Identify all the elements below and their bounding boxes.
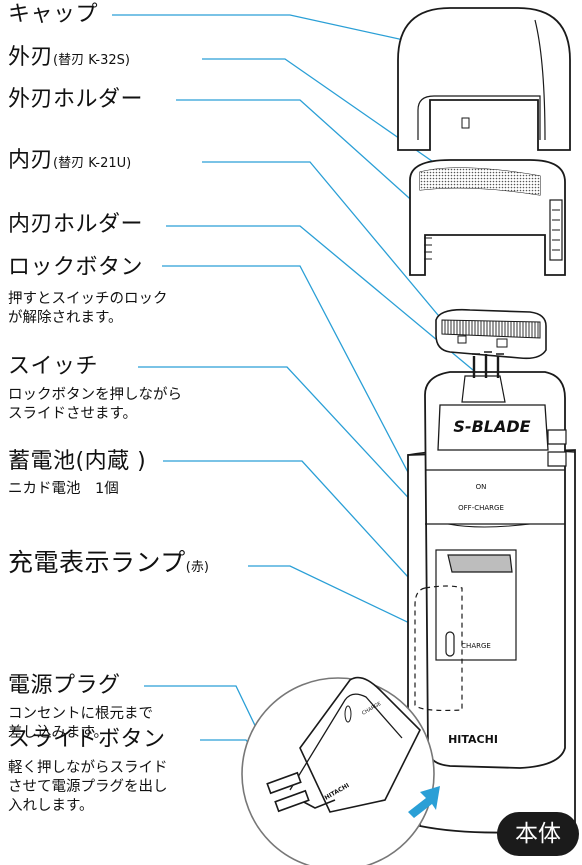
direction-arrow [408, 786, 440, 818]
label-slide-button: スライドボタン [8, 727, 166, 753]
label-cap: キャップ [8, 2, 98, 28]
leader-charge-lamp [248, 565, 446, 641]
plug-desc-line: 差し込みます。 [8, 725, 109, 741]
switch-desc-line: スライドさせます。 [8, 406, 138, 422]
leader-battery [163, 460, 441, 613]
label-plug-text: 電源プラグ [8, 673, 121, 698]
label-inner-holder-text: 内刃ホルダー [8, 212, 144, 237]
section-badge: 本体 [497, 812, 579, 856]
charge-text: CHARGE [461, 642, 491, 650]
label-battery: 蓄電池(内蔵 ) [8, 449, 146, 475]
label-switch-text: スイッチ [8, 354, 99, 379]
slide-desc-line: 入れします。 [8, 798, 94, 814]
leader-inner-blade [202, 161, 449, 328]
label-outer-holder-text: 外刃ホルダー [8, 87, 144, 112]
leader-outer-holder [176, 99, 429, 216]
inner-blade-part [435, 308, 547, 360]
switch-desc-line: ロックボタンを押しながら [8, 387, 182, 403]
label-charge-lamp-text: 充電表示ランプ [8, 548, 186, 577]
outer-blade-holder-part [409, 159, 566, 276]
label-outer-blade-text: 外刃 [8, 45, 54, 70]
plug-desc: コンセントに根元まで 差し込みます。 [8, 705, 153, 743]
label-lock-button-text: ロックボタン [8, 255, 144, 280]
label-outer-holder: 外刃ホルダー [8, 87, 143, 113]
switch-on-text: ON [476, 483, 487, 491]
slide-desc-line: させて電源プラグを出し [8, 779, 168, 795]
label-charge-lamp-note: (赤) [185, 560, 209, 575]
label-switch: スイッチ [8, 354, 98, 380]
label-inner-blade: 内刃(替刃 K-21U) [8, 148, 131, 174]
main-body-part [407, 351, 576, 834]
label-charge-lamp: 充電表示ランプ(赤) [8, 550, 209, 576]
lock-desc-line: が解除されます。 [8, 310, 123, 326]
label-outer-blade: 外刃(替刃 K-32S) [8, 45, 130, 71]
switch-desc: ロックボタンを押しながら スライドさせます。 [8, 386, 182, 424]
slide-button-desc: 軽く押しながらスライド させて電源プラグを出し 入れします。 [8, 759, 168, 816]
leader-inner-holder [166, 225, 486, 381]
label-inner-blade-text: 内刃 [8, 148, 54, 173]
lock-desc-line: 押すとスイッチのロック [8, 291, 168, 307]
battery-desc-line: ニカド電池 1個 [8, 481, 119, 497]
label-inner-holder: 内刃ホルダー [8, 212, 143, 238]
lock-button-desc: 押すとスイッチのロック が解除されます。 [8, 290, 168, 328]
inset-circle [241, 676, 435, 865]
label-cap-text: キャップ [8, 2, 99, 27]
maker-text: HITACHI [448, 733, 498, 746]
leader-lines [112, 14, 486, 801]
label-battery-text: 蓄電池(内蔵 ) [8, 449, 147, 474]
label-outer-blade-note: (替刃 K-32S) [53, 53, 130, 68]
slide-desc-line: 軽く押しながらスライド [8, 760, 168, 776]
cap-part [397, 7, 571, 151]
label-slide-button-text: スライドボタン [8, 727, 166, 752]
label-lock-button: ロックボタン [8, 255, 143, 281]
label-plug: 電源プラグ [8, 673, 121, 699]
switch-off-text: OFF-CHARGE [458, 504, 504, 512]
brand-logo-text: S-BLADE [453, 417, 530, 436]
leader-cap [112, 14, 441, 49]
battery-desc: ニカド電池 1個 [8, 480, 119, 499]
label-inner-blade-note: (替刃 K-21U) [53, 156, 132, 171]
plug-desc-line: コンセントに根元まで [8, 706, 153, 722]
leader-outer-blade [202, 58, 453, 176]
